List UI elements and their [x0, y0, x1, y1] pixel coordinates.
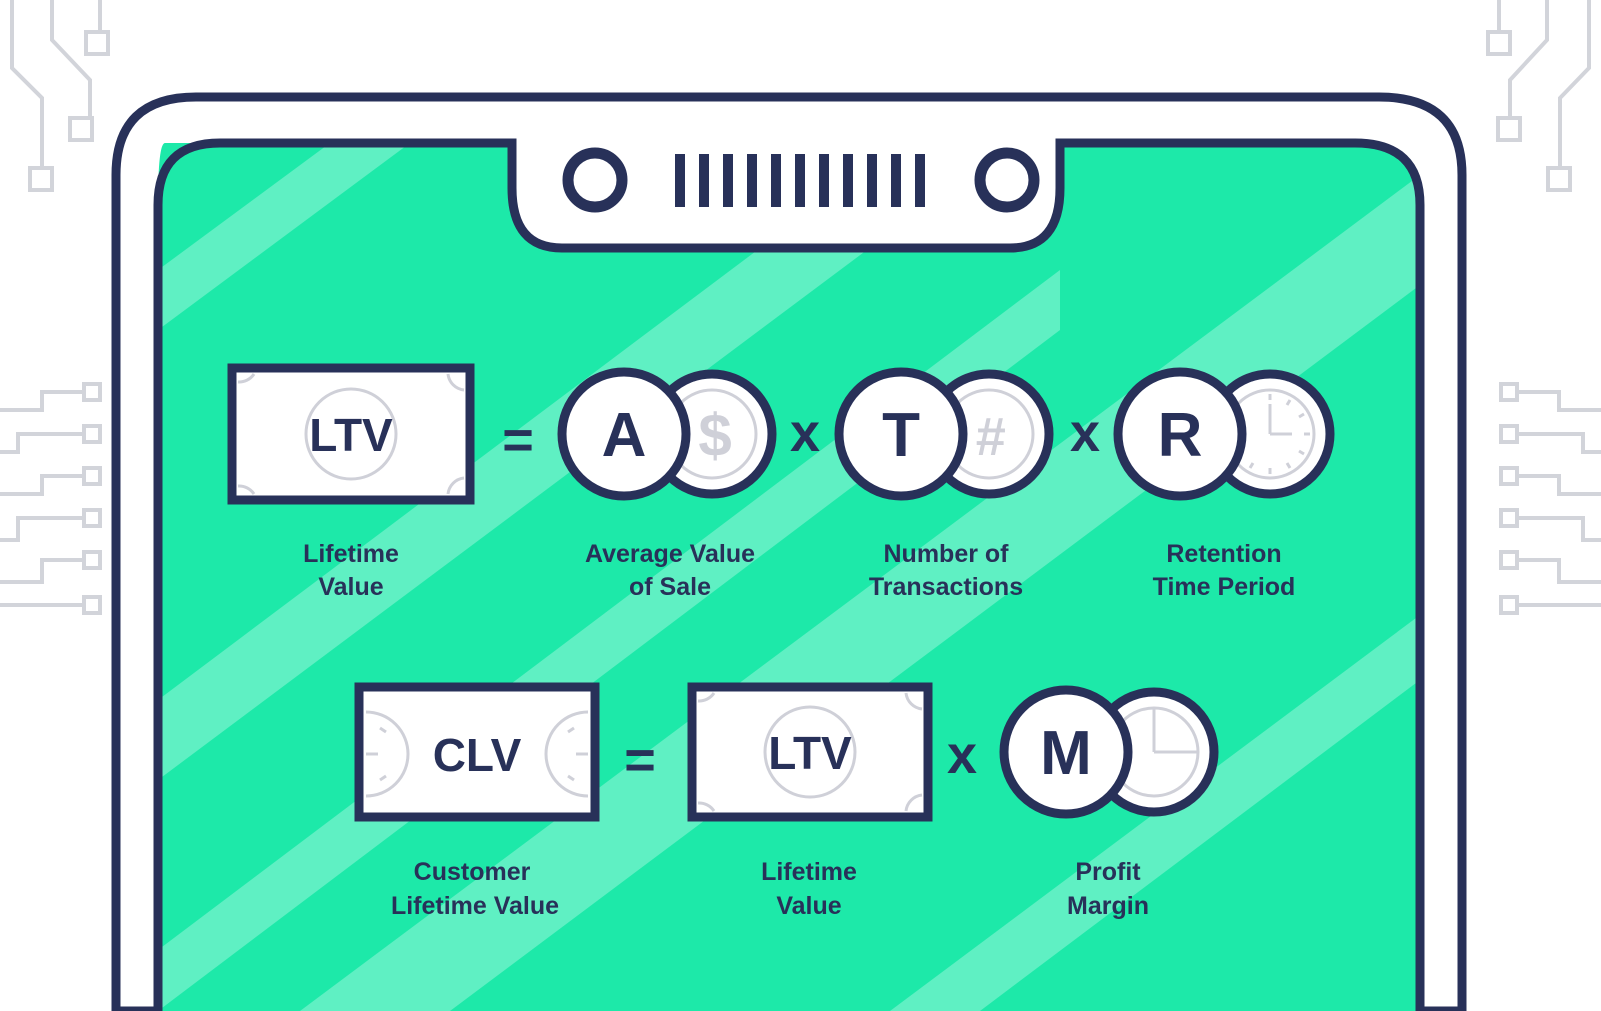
speaker-grille-icon: [675, 154, 925, 207]
factor-transactions: # T: [834, 367, 1054, 501]
factor-letter-m: M: [1040, 719, 1092, 788]
caption-clv-line2: Lifetime Value: [391, 892, 559, 920]
caption-average-value-line1: Average Value: [585, 540, 755, 568]
camera-lens-icon: [974, 147, 1040, 213]
caption-retention-line2: Time Period: [1153, 573, 1296, 601]
caption-retention-line1: Retention: [1166, 540, 1281, 568]
caption-transactions-line1: Number of: [884, 540, 1010, 568]
caption-average-value-line2: of Sale: [629, 573, 711, 601]
camera-lens-icon: [562, 147, 628, 213]
phone-frame: [111, 92, 1467, 1011]
factor-letter-r: R: [1158, 401, 1203, 470]
ltv-badge-secondary-label: LTV: [768, 727, 852, 779]
clv-badge: CLV: [354, 682, 600, 822]
caption-transactions-line2: Transactions: [869, 573, 1023, 601]
ltv-badge: LTV: [227, 363, 475, 505]
factor-retention: R: [1113, 367, 1335, 501]
equals-sign: =: [502, 410, 534, 470]
phone-screen: [158, 143, 1420, 1011]
times-sign: x: [947, 725, 977, 785]
caption-ltv2-line1: Lifetime: [761, 858, 857, 886]
caption-lifetime-value-line1: Lifetime: [303, 540, 399, 568]
ltv-badge-secondary: LTV: [687, 682, 933, 822]
equals-sign: =: [624, 730, 656, 790]
factor-letter-a: A: [602, 401, 647, 470]
hash-icon: #: [975, 407, 1005, 467]
caption-ltv2-line2: Value: [776, 892, 841, 920]
caption-lifetime-value-line2: Value: [318, 573, 383, 601]
factor-profit-margin: M: [999, 685, 1219, 819]
caption-profit-line2: Margin: [1067, 892, 1149, 920]
times-sign: x: [790, 403, 820, 463]
caption-clv-line1: Customer: [414, 858, 531, 886]
dollar-icon: $: [698, 402, 731, 469]
factor-letter-t: T: [882, 401, 920, 470]
times-sign: x: [1070, 403, 1100, 463]
circuit-trace-icon: [0, 0, 1601, 615]
clv-badge-label: CLV: [433, 729, 522, 781]
factor-average-value: $ A: [557, 367, 777, 501]
ltv-badge-label: LTV: [309, 409, 393, 461]
caption-profit-line1: Profit: [1075, 858, 1141, 886]
